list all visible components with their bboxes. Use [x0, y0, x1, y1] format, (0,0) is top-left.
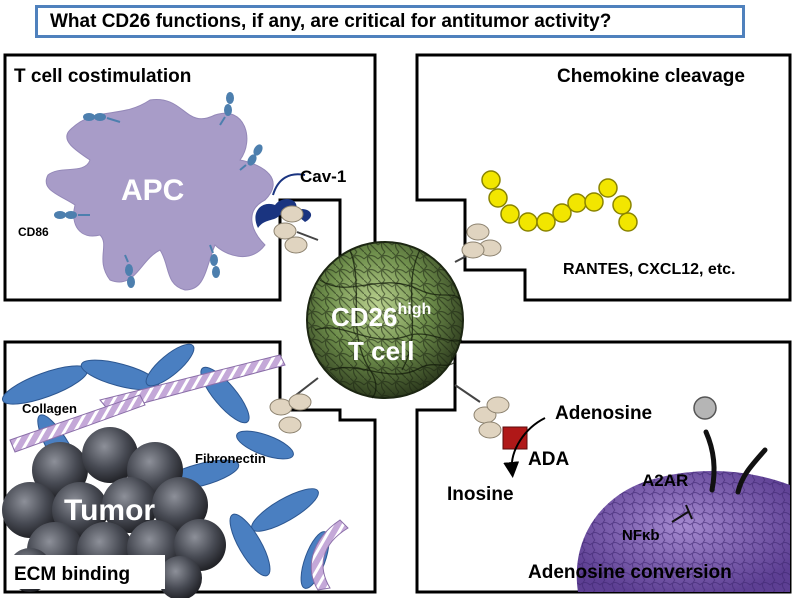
panel-title-adenosine: Adenosine conversion — [528, 562, 732, 583]
collagen-fiber — [310, 519, 349, 591]
apc-cell — [45, 99, 274, 291]
fibronectin-label: Fibronectin — [195, 451, 266, 466]
collagen-label: Collagen — [22, 401, 77, 416]
chemokine-bead — [481, 170, 501, 190]
nfkb-inhibition — [671, 504, 693, 523]
chemokine-bead — [584, 192, 604, 212]
chemokine-bead — [518, 212, 538, 232]
ecm-title-bg — [7, 555, 165, 589]
tumor-label: Tumor — [64, 494, 155, 527]
adenosine-molecule — [693, 396, 717, 420]
a2ar-receptor — [703, 429, 717, 493]
cd86-receptor — [209, 244, 220, 278]
a2ar-label: A2AR — [642, 471, 688, 490]
adenosine-label: Adenosine — [555, 403, 652, 424]
ada-label: ADA — [528, 449, 569, 470]
fibronectin-segment — [236, 430, 294, 460]
cd26-t-cell — [306, 241, 464, 399]
cd26-label: CD26 — [331, 302, 397, 332]
cd86-receptor — [239, 144, 263, 171]
chemokine-chain — [481, 170, 638, 232]
cd86-receptor — [54, 211, 90, 219]
cd86-receptor — [124, 254, 135, 288]
center-cell-label-line1: CD26high — [331, 301, 431, 332]
collagen-fiber — [9, 394, 146, 453]
cd86-label: CD86 — [18, 225, 49, 239]
adenosine-target-cell — [576, 470, 790, 592]
chemokine-bead — [500, 204, 520, 224]
cd26-dimer-ecm-side — [269, 377, 319, 434]
ada-enzyme — [502, 426, 528, 450]
cd86-receptors — [54, 92, 263, 288]
chemokine-bead — [612, 195, 632, 215]
chemokine-bead — [552, 203, 572, 223]
panel-frame-chemokine — [415, 53, 792, 302]
fibronectin-segment — [229, 513, 271, 577]
chemokine-bead — [536, 212, 556, 232]
collagen-fibers — [9, 354, 349, 591]
panel-title-ecm: ECM binding — [14, 564, 130, 585]
cav1-line — [272, 173, 306, 196]
chemokine-substrates-label: RANTES, CXCL12, etc. — [563, 261, 735, 278]
panel-title-costimulation: T cell costimulation — [14, 66, 191, 87]
fibronectin-segment — [145, 343, 195, 387]
cd86-receptor — [83, 113, 121, 123]
apc-label: APC — [121, 174, 184, 207]
cd86-receptor — [219, 92, 234, 126]
cd26-dimer-adenosine-side — [454, 384, 510, 439]
adenosine-arrow — [503, 417, 546, 478]
cav1-label: Cav-1 — [300, 167, 346, 186]
cd26-superscript: high — [397, 301, 431, 318]
chemokine-bead — [598, 178, 618, 198]
chemokine-bead — [488, 188, 508, 208]
panel-title-chemokine: Chemokine cleavage — [557, 66, 745, 87]
chemokine-bead — [618, 212, 638, 232]
nfkb-label: NFκb — [622, 527, 660, 544]
cd26-dimer-apc-side — [273, 205, 319, 254]
chemokine-bead — [567, 193, 587, 213]
cd26-dimer-chemokine-side — [454, 223, 502, 263]
fibronectin-fibers — [2, 343, 330, 589]
a2ar-receptor-2 — [735, 447, 768, 495]
inosine-label: Inosine — [447, 484, 514, 505]
center-cell-label-line2: T cell — [348, 336, 414, 366]
question-title: What CD26 functions, if any, are critica… — [35, 5, 745, 38]
